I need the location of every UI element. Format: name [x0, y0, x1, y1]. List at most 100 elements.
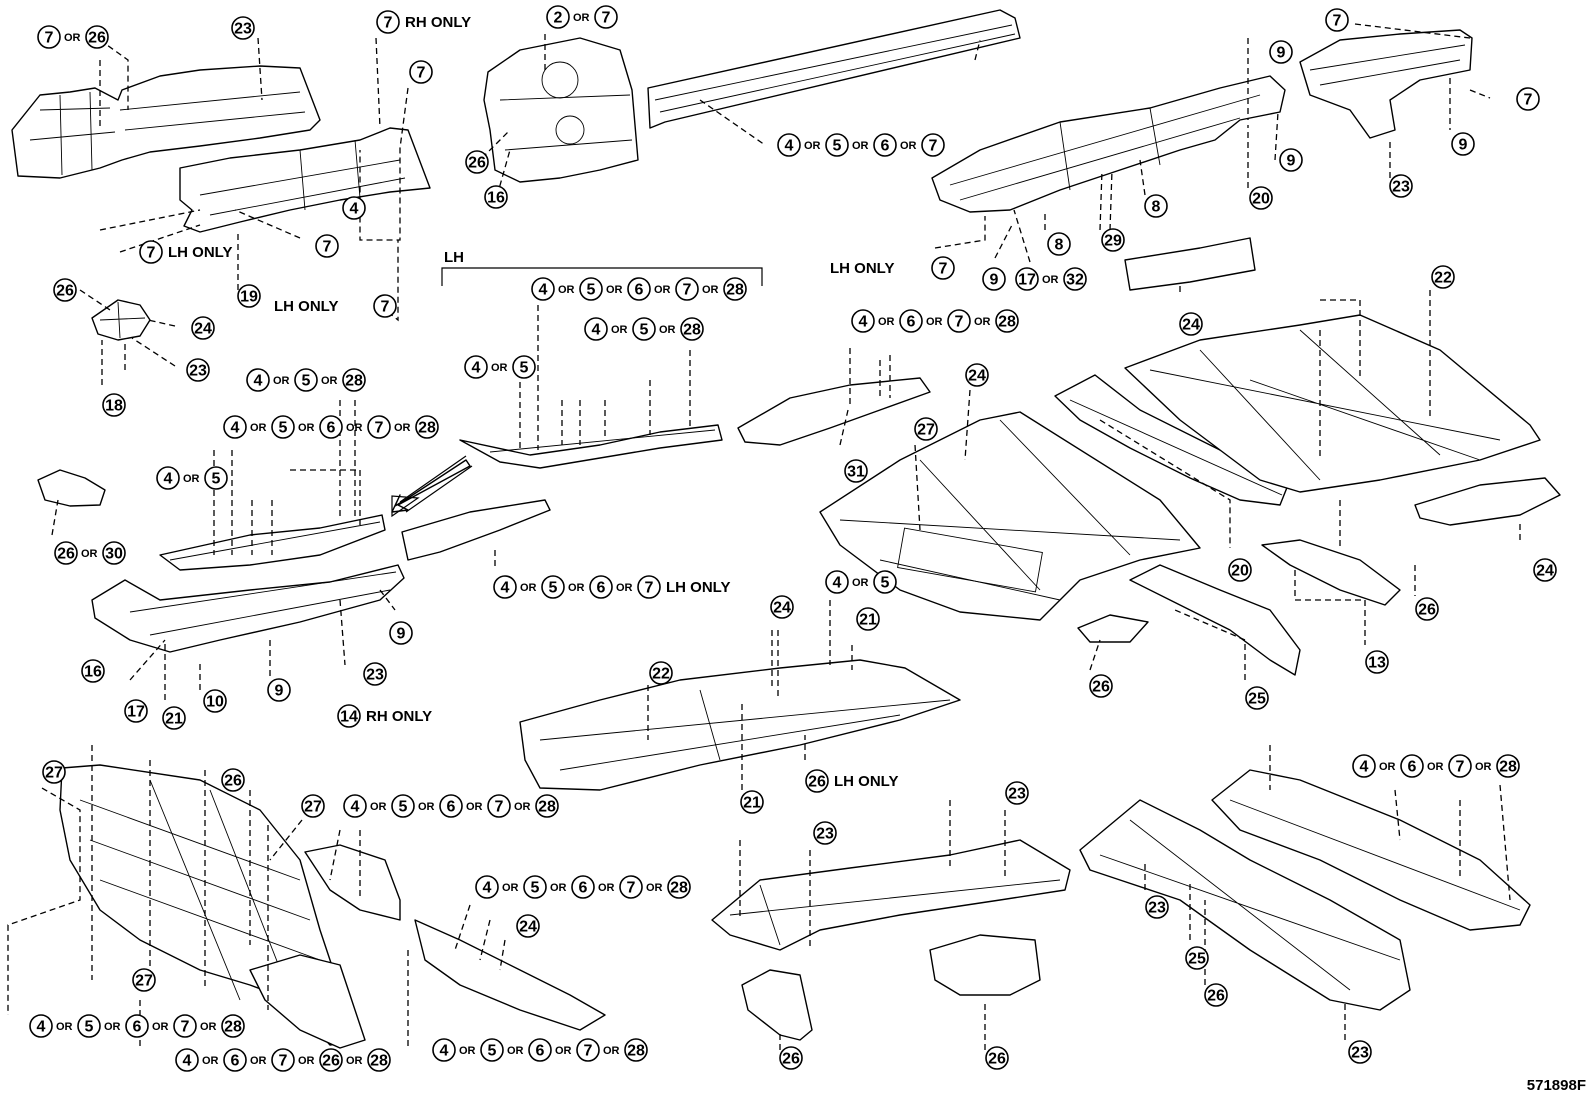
part-number-21: 21	[162, 706, 186, 730]
part-number-17: 17	[1015, 267, 1039, 291]
part-number-5: 5	[271, 415, 295, 439]
callout-23: 23	[813, 821, 837, 845]
or-connector: OR	[514, 801, 531, 813]
part-number-17: 17	[124, 699, 148, 723]
svg-text:7: 7	[584, 1043, 593, 1060]
cowl-side-24	[414, 919, 606, 1031]
svg-text:17: 17	[1018, 272, 1036, 289]
part-number-4: 4	[343, 794, 367, 818]
svg-text:7: 7	[1333, 13, 1342, 30]
svg-text:23: 23	[366, 667, 384, 684]
svg-text:5: 5	[85, 1019, 94, 1036]
callout-26: 26	[779, 1046, 803, 1070]
callout-25: 25	[1185, 946, 1209, 970]
or-connector: OR	[926, 316, 943, 328]
cowl-panel	[483, 37, 639, 183]
svg-text:7: 7	[45, 30, 54, 47]
callout-9: 9	[389, 621, 413, 645]
svg-text:6: 6	[133, 1019, 142, 1036]
callout-23: 23	[1145, 895, 1169, 919]
callout-7: 7	[409, 60, 433, 84]
svg-text:4: 4	[592, 322, 601, 339]
part-number-26: 26	[985, 1046, 1009, 1070]
svg-text:26: 26	[224, 773, 242, 790]
svg-text:7: 7	[181, 1019, 190, 1036]
svg-text:28: 28	[1499, 759, 1517, 776]
callout-23: 23	[1348, 1040, 1372, 1064]
or-connector: OR	[491, 362, 508, 374]
part-number-7: 7	[675, 277, 699, 301]
svg-text:4: 4	[785, 138, 794, 155]
part-number-5: 5	[77, 1014, 101, 1038]
svg-text:19: 19	[240, 289, 258, 306]
svg-text:5: 5	[212, 471, 221, 488]
note-text: LH ONLY	[830, 260, 894, 277]
part-number-5: 5	[512, 355, 536, 379]
part-number-32: 32	[1063, 267, 1087, 291]
callout-7: 7	[315, 234, 339, 258]
svg-text:7: 7	[323, 239, 332, 256]
callout-21: 21	[856, 607, 880, 631]
side-sill	[91, 564, 405, 653]
svg-text:7: 7	[1524, 92, 1533, 109]
callout-20: 20	[1228, 558, 1252, 582]
note-text: LH ONLY	[666, 579, 730, 596]
callout-22: 22	[1431, 265, 1455, 289]
part-number-28: 28	[995, 309, 1019, 333]
part-number-26: 26	[805, 769, 829, 793]
section-label-lh: LH	[444, 249, 464, 266]
or-connector: OR	[250, 422, 267, 434]
svg-text:4: 4	[859, 314, 868, 331]
part-number-30: 30	[102, 541, 126, 565]
part-number-23: 23	[1389, 174, 1413, 198]
or-connector: OR	[568, 582, 585, 594]
or-connector: OR	[974, 316, 991, 328]
svg-text:7: 7	[279, 1053, 288, 1070]
part-number-19: 19	[237, 284, 261, 308]
svg-text:8: 8	[1055, 237, 1064, 254]
part-number-21: 21	[856, 607, 880, 631]
part-number-7: 7	[409, 60, 433, 84]
part-number-23: 23	[1348, 1040, 1372, 1064]
part-number-4: 4	[1352, 754, 1376, 778]
leader-lines	[7, 23, 1521, 1050]
or-connector: OR	[64, 32, 81, 44]
callout-9: 9	[1269, 40, 1293, 64]
front-side-member-lh	[179, 127, 431, 233]
part-number-4: 4	[475, 875, 499, 899]
callout-24: 24	[965, 363, 989, 387]
svg-text:4: 4	[539, 282, 548, 299]
part-number-6: 6	[899, 309, 923, 333]
part-number-22: 22	[1431, 265, 1455, 289]
svg-text:26: 26	[56, 283, 74, 300]
svg-text:29: 29	[1104, 233, 1122, 250]
or-connector: OR	[200, 1021, 217, 1033]
small-panel-26	[1077, 614, 1149, 643]
rear-crossmember-13	[1261, 539, 1401, 606]
svg-text:7: 7	[495, 799, 504, 816]
part-number-9: 9	[1451, 132, 1475, 156]
svg-text:28: 28	[224, 1019, 242, 1036]
svg-text:9: 9	[1287, 153, 1296, 170]
part-number-8: 8	[1144, 194, 1168, 218]
or-connector: OR	[659, 324, 676, 336]
part-number-14: 14	[337, 704, 361, 728]
svg-text:26: 26	[322, 1053, 340, 1070]
part-number-5: 5	[873, 570, 897, 594]
svg-text:25: 25	[1248, 691, 1266, 708]
or-connector: OR	[346, 1055, 363, 1067]
part-number-23: 23	[813, 821, 837, 845]
part-number-21: 21	[740, 790, 764, 814]
part-shapes	[11, 9, 1561, 1049]
svg-text:4: 4	[231, 420, 240, 437]
or-connector: OR	[573, 12, 590, 24]
or-connector: OR	[1427, 761, 1444, 773]
svg-text:7: 7	[381, 299, 390, 316]
callout-22: 22	[649, 661, 673, 685]
callout-20: 20	[1249, 186, 1273, 210]
